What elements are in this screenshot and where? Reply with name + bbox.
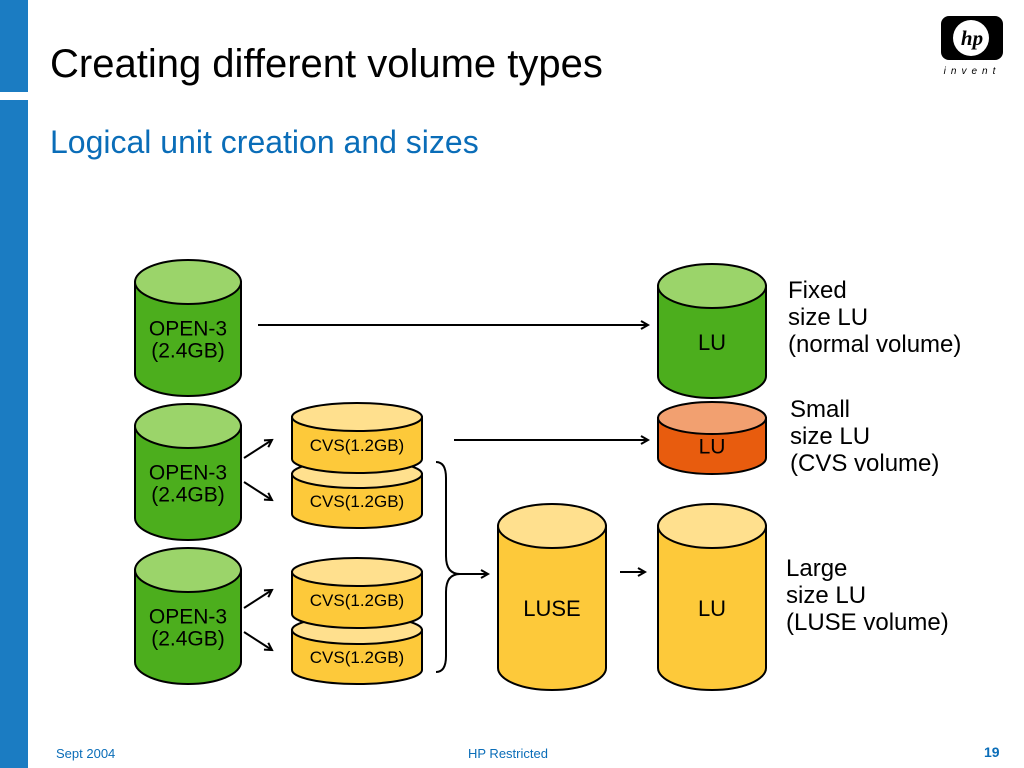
cylinder-label: CVS(1.2GB) <box>310 492 404 511</box>
cylinder-body <box>134 281 242 397</box>
cylinder-body <box>134 569 242 685</box>
cylinder-top <box>291 557 423 587</box>
slide-title: Creating different volume types <box>50 42 603 86</box>
cylinder-top <box>657 401 767 435</box>
logo-circle <box>953 20 989 56</box>
cylinder-body <box>657 525 767 691</box>
source-volume-open3-2: OPEN-3(2.4GB) <box>134 403 242 541</box>
cylinder-layer: OPEN-3(2.4GB) LU OPEN-3(2.4GB) CVS(1.2GB) CV… <box>134 259 767 691</box>
cylinder-top <box>134 403 242 449</box>
cylinder-label: OPEN-3(2.4GB) <box>149 462 227 507</box>
cvs-volume-2a: CVS(1.2GB) <box>291 402 423 474</box>
cylinder-top <box>497 503 607 549</box>
cylinder-body <box>134 425 242 541</box>
cylinder-body <box>291 416 423 474</box>
cylinder-label: LU <box>698 596 726 621</box>
cylinder-top <box>291 402 423 432</box>
target-lu-fixed: LU <box>657 263 767 399</box>
page-number: 19 <box>984 744 1000 760</box>
cylinder-top <box>657 503 767 549</box>
cylinder-label: CVS(1.2GB) <box>310 648 404 667</box>
hp-logo: hp invent <box>937 16 1007 80</box>
cvs-group-brace <box>435 461 461 673</box>
slide-subtitle: Logical unit creation and sizes <box>50 124 479 160</box>
logo-mark: hp <box>960 26 984 50</box>
footer-classification: HP Restricted <box>468 746 548 761</box>
arrow-open3-to-cvs-2b <box>243 481 272 500</box>
cylinder-body <box>497 525 607 691</box>
cvs-volume-3a: CVS(1.2GB) <box>291 557 423 629</box>
cylinder-label: OPEN-3(2.4GB) <box>149 318 227 363</box>
target-lu-small: LU <box>657 401 767 475</box>
footer-date: Sept 2004 <box>56 746 116 761</box>
cylinder-label: LU <box>699 436 726 459</box>
cylinder-label: LU <box>698 330 726 355</box>
cylinder-label: CVS(1.2GB) <box>310 591 404 610</box>
cylinder-top <box>134 547 242 593</box>
arrow-open3-to-cvs-3a <box>243 590 272 609</box>
cylinder-top <box>134 259 242 305</box>
cylinder-body <box>291 473 423 529</box>
cylinder-label: OPEN-3(2.4GB) <box>149 606 227 651</box>
cylinder-body <box>291 571 423 629</box>
arrow-open3-to-cvs-3b <box>243 631 272 650</box>
cylinder-label: CVS(1.2GB) <box>310 436 404 455</box>
cylinder-label: LUSE <box>523 596 580 621</box>
cylinder-body <box>291 629 423 685</box>
cylinder-top <box>657 263 767 309</box>
logo-tagline: invent <box>943 66 1001 77</box>
cylinder-body <box>657 285 767 399</box>
arrow-open3-to-cvs-2a <box>243 440 272 459</box>
sidebar-accent-bottom <box>0 100 28 768</box>
sidebar-accent-top <box>0 0 28 92</box>
source-volume-open3-1: OPEN-3(2.4GB) <box>134 259 242 397</box>
luse-volume: LUSE <box>497 503 607 691</box>
source-volume-open3-3: OPEN-3(2.4GB) <box>134 547 242 685</box>
target-lu-large: LU <box>657 503 767 691</box>
connector-layer <box>243 325 648 673</box>
